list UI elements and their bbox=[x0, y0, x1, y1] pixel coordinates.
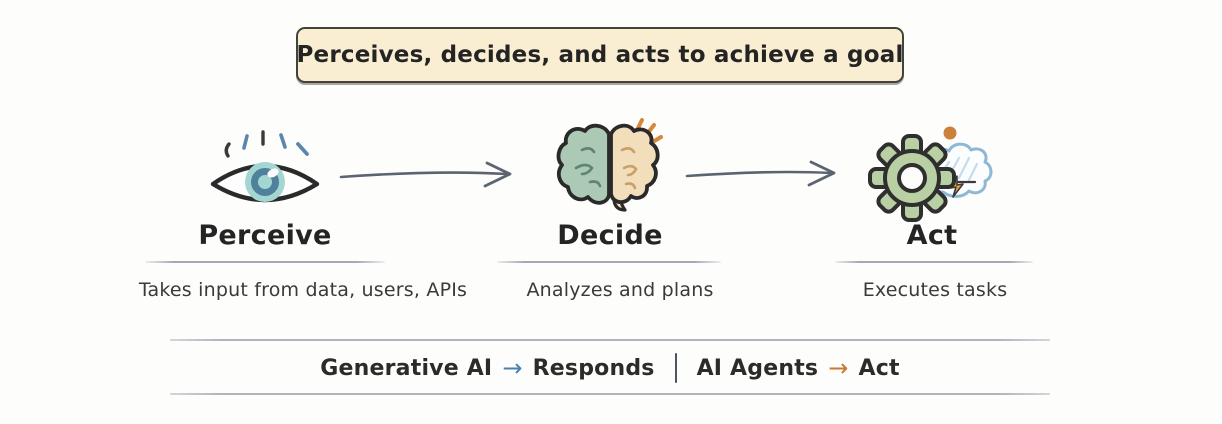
brain-icon bbox=[556, 118, 663, 212]
divider-line bbox=[145, 261, 385, 263]
step-desc-decide: Analyzes and plans bbox=[526, 279, 714, 301]
step-title-act: Act bbox=[906, 220, 958, 251]
generative-ai-label: Generative AI bbox=[320, 355, 493, 381]
orange-right-arrow-icon: → bbox=[828, 354, 849, 382]
act-label: Act bbox=[858, 355, 900, 381]
blue-right-arrow-icon: → bbox=[502, 354, 523, 382]
step-desc-act: Executes tasks bbox=[862, 279, 1008, 301]
vertical-divider bbox=[674, 353, 677, 383]
step-title-perceive: Perceive bbox=[198, 220, 332, 251]
divider-line bbox=[835, 261, 1033, 263]
right-arrow-icon bbox=[339, 161, 512, 188]
comparison-row: Generative AI → Responds AI Agents → Act bbox=[170, 347, 1050, 389]
step-title-decide: Decide bbox=[557, 220, 663, 251]
banner-text: Perceives, decides, and acts to achieve … bbox=[296, 42, 904, 68]
divider-line bbox=[497, 261, 721, 263]
divider-line bbox=[170, 339, 1050, 341]
title-banner: Perceives, decides, and acts to achieve … bbox=[296, 27, 904, 83]
eye-icon bbox=[210, 130, 320, 203]
step-desc-perceive: Takes input from data, users, APIs bbox=[138, 279, 468, 301]
ai-agents-label: AI Agents bbox=[696, 355, 819, 381]
gear-cloud-icon bbox=[868, 126, 993, 222]
divider-line bbox=[170, 393, 1050, 395]
responds-label: Responds bbox=[532, 355, 655, 381]
right-arrow-icon bbox=[685, 160, 836, 187]
